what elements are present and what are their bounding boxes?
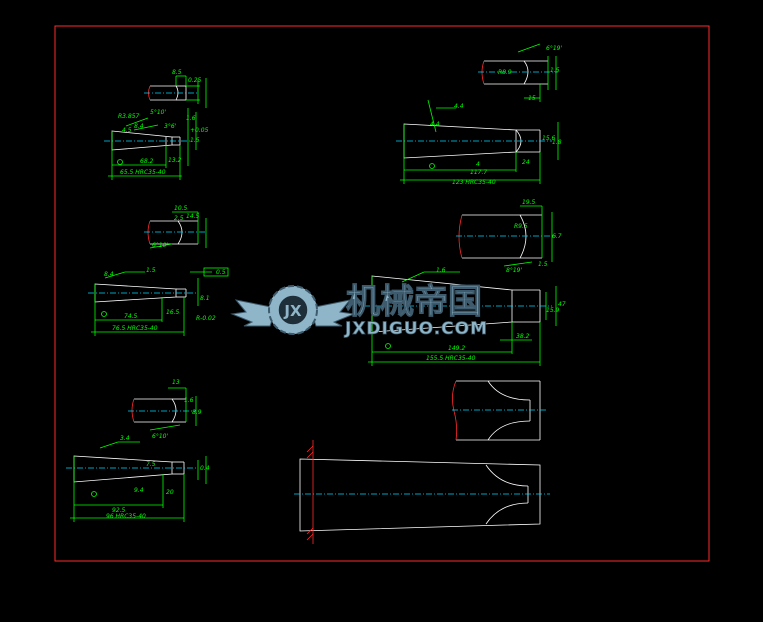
part2-dim-label: 0.5: [216, 269, 226, 276]
part5-dim-label: 1.6: [436, 267, 446, 274]
part1-dim-label: 0.25: [188, 77, 202, 84]
part5-detail-dims: [503, 205, 553, 267]
part3-dim-label: 6°10': [152, 433, 168, 440]
part4-dim-label: 15.6: [542, 135, 556, 142]
part2-dim-label: 8.1: [200, 295, 210, 302]
part1-dim-label: 68.2: [140, 158, 154, 165]
part4-detail-dims: [517, 43, 557, 102]
watermark-subtitle: JXDIGUO.COM: [344, 319, 488, 339]
part4-main-dims: [400, 99, 559, 184]
dimension-labels: 8.5 0.25 5°10' 1.6 R3.857 8.4 +0.05 4.5 …: [104, 45, 566, 520]
part1-dim-label: +0.05: [190, 127, 209, 134]
part2-drawing: [88, 211, 229, 336]
part3-dim-label: 0.4: [200, 465, 210, 472]
part2-dim-label: 2.5: [174, 215, 184, 222]
watermark-title: 机械帝国: [346, 282, 482, 322]
part5-dim-label: R9.5: [514, 223, 528, 230]
part1-drawing: [104, 75, 207, 180]
part4-dim-label: 24: [522, 159, 530, 166]
part4-dim-label: 117.7: [470, 169, 487, 176]
part6-wall-hatch: [306, 445, 314, 541]
part5-main-dims: [368, 271, 557, 366]
part1-dim-label: 1.5: [190, 137, 200, 144]
part4-dim-label: 4.4: [454, 103, 464, 110]
part1-dim-label: 4.5: [122, 127, 132, 134]
part4-dim-label: 4: [476, 161, 480, 168]
part1-dim-label: 13.2: [168, 157, 182, 164]
part4-dim-label: 1.5: [550, 67, 560, 74]
part1-detail-dims: [175, 75, 207, 108]
part3-dim-label: 20: [166, 489, 174, 496]
part3-dim-label: 8.9: [192, 409, 202, 416]
part2-dim-label: 1.5: [146, 267, 156, 274]
part5-dim-label: 47: [558, 301, 566, 308]
part5-dim-label: 1.5: [538, 261, 548, 268]
part2-dim-label: 6°10': [152, 242, 168, 249]
part2-dim-label: 10.5: [174, 205, 188, 212]
part5-dim-label: 155.5 HRC35-40: [426, 355, 476, 362]
watermark-logo: JX 机械帝国 JXDIGUO.COM: [230, 282, 488, 339]
logo-letters: JX: [283, 302, 302, 320]
part3-dim-label: 13: [172, 379, 180, 386]
part5-dim-label: 8°19': [506, 267, 522, 274]
part5-dim-label: 15.9: [546, 307, 560, 314]
part5-dim-label: 38.2: [516, 333, 530, 340]
part4-dim-label: 6°19': [546, 45, 562, 52]
part1-dim-label: 65.5 HRC35-40: [120, 169, 166, 176]
part6-drawing: [294, 380, 550, 544]
part1-main-dims: [108, 108, 197, 180]
part2-dim-label: 16.5: [166, 309, 180, 316]
part3-dim-label: 1.6: [184, 397, 194, 404]
part4-drawing: [396, 43, 559, 184]
part1-dim-label: 8.4: [134, 123, 144, 130]
part3-main-dims: [70, 441, 207, 522]
part6-detail-break: [452, 380, 458, 441]
part4-dim-label: 1.8: [552, 139, 562, 146]
part2-dim-label: 14.5: [186, 213, 200, 220]
part3-detail-shape: [134, 398, 186, 423]
part4-dim-label: 4.4: [430, 121, 440, 128]
part5-break-mark: [458, 214, 463, 259]
part3-break-mark: [131, 398, 135, 423]
part2-detail-dims: [149, 211, 207, 249]
part3-dim-label: 96 HRC35-40: [106, 513, 146, 520]
wings-icon: [230, 299, 356, 327]
part1-dim-label: 3°6': [164, 123, 177, 130]
part5-dim-label: 149.2: [448, 345, 465, 352]
part3-dim-label: 92.5: [112, 507, 126, 514]
part1-dim-label: R3.857: [118, 113, 140, 120]
part3-dim-label: 7.5: [146, 461, 156, 468]
part3-dim-label: 9.4: [134, 487, 144, 494]
part1-dim-label: 8.5: [172, 69, 182, 76]
part5-dim-label: 19.5: [522, 199, 536, 206]
part4-dim-label: 123 HRC35-40: [452, 179, 496, 186]
part1-dim-label: 1.6: [186, 115, 196, 122]
part1-dim-label: 5°10': [150, 109, 166, 116]
part5-drawing: [364, 205, 557, 366]
sheet-frame: [54, 25, 710, 562]
part6-detail-shape: [456, 380, 541, 441]
part4-dim-label: 15: [528, 95, 536, 102]
part3-detail-dims: [149, 387, 197, 431]
part4-dim-label: R8.9: [498, 69, 512, 76]
part3-dim-label: 3.4: [120, 435, 130, 442]
part3-drawing: [66, 387, 207, 522]
part2-main-dims: [91, 267, 229, 336]
part2-dim-label: 74.5: [124, 313, 138, 320]
part6-main-shape: [299, 458, 541, 532]
part2-dim-label: 8.4: [104, 271, 114, 278]
part2-dim-label: 76.5 HRC35-40: [112, 325, 158, 332]
part2-dim-label: R-0.02: [196, 315, 216, 322]
part5-dim-label: 6.7: [552, 233, 562, 240]
